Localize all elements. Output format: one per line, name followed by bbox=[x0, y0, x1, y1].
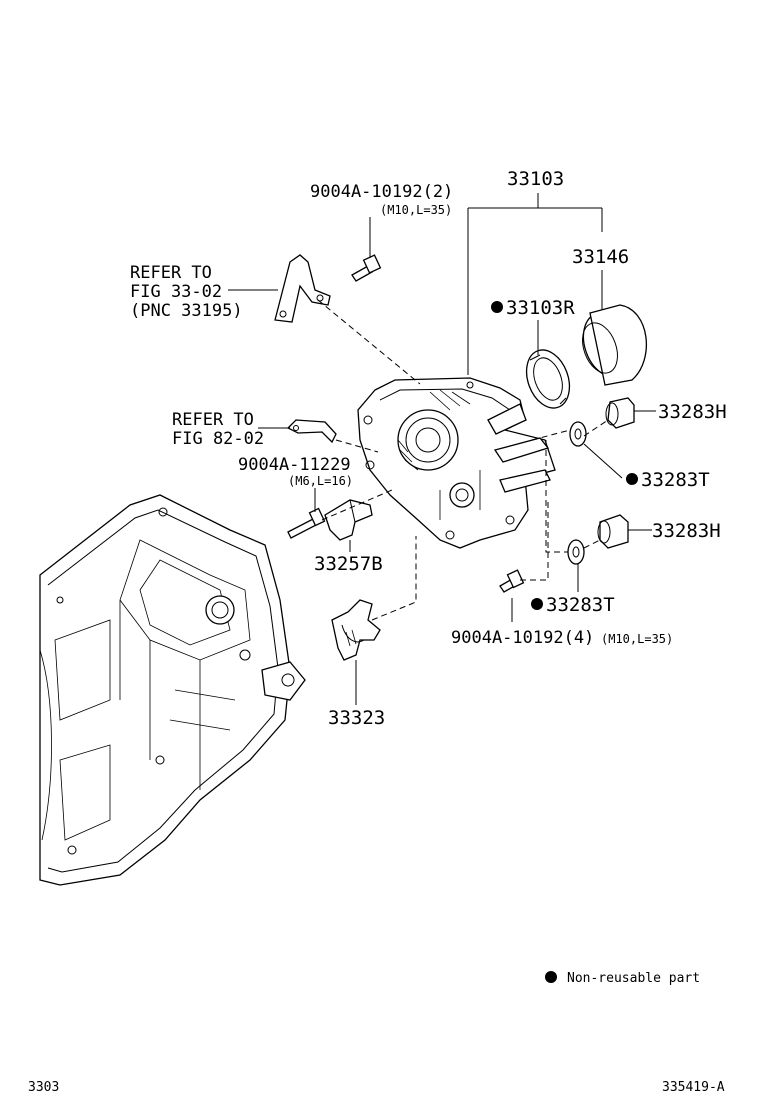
assembly-dashed-lines bbox=[317, 299, 609, 621]
leader-lines bbox=[228, 193, 656, 705]
label-33103: 33103 bbox=[507, 168, 564, 190]
label-33283T-top: 33283T bbox=[641, 469, 710, 491]
label-33283H-bottom: 33283H bbox=[652, 520, 721, 542]
shift-fork-33323 bbox=[331, 599, 381, 661]
sleeve-33146 bbox=[582, 304, 647, 386]
label-bolt-mid-spec: (M6,L=16) bbox=[288, 474, 353, 488]
label-bolt-bottom: 9004A-10192(4) bbox=[451, 628, 594, 648]
non-reusable-marker-33283T-top bbox=[626, 473, 638, 485]
plug-33283H-bottom bbox=[597, 514, 629, 549]
label-bolt-mid: 9004A-11229 bbox=[238, 455, 351, 475]
label-refer-2-line2: FIG 82-02 bbox=[172, 429, 264, 449]
label-bolt-top-spec: (M10,L=35) bbox=[380, 203, 452, 217]
transfer-case-housing bbox=[357, 377, 556, 549]
label-refer-2-line1: REFER TO bbox=[172, 410, 254, 430]
bolt-top bbox=[351, 254, 382, 282]
label-33146: 33146 bbox=[572, 246, 629, 268]
gasket-33283T-top bbox=[569, 421, 587, 447]
label-refer-1-line2: FIG 33-02 bbox=[130, 282, 222, 302]
label-33283T-bottom: 33283T bbox=[546, 594, 615, 616]
bolt-mid bbox=[287, 507, 326, 539]
label-33323: 33323 bbox=[328, 707, 385, 729]
label-bolt-top: 9004A-10192(2) bbox=[310, 182, 453, 202]
label-33283H-top: 33283H bbox=[658, 401, 727, 423]
label-33103R: 33103R bbox=[506, 297, 575, 319]
oil-seal-33103R bbox=[525, 349, 571, 409]
bracket-33195 bbox=[274, 254, 331, 323]
label-refer-1-line1: REFER TO bbox=[130, 263, 212, 283]
bolt-bottom bbox=[499, 569, 525, 593]
footer-left: 3303 bbox=[28, 1080, 59, 1095]
label-33257B: 33257B bbox=[314, 553, 383, 575]
gasket-33283T-bottom bbox=[567, 539, 585, 565]
legend-text: Non-reusable part bbox=[567, 971, 700, 986]
footer-right: 335419-A bbox=[662, 1080, 725, 1095]
bracket-33257B bbox=[324, 499, 373, 541]
label-refer-1-line3: (PNC 33195) bbox=[130, 301, 243, 321]
non-reusable-marker-33283T-bottom bbox=[531, 598, 543, 610]
bracket-82-02 bbox=[286, 419, 337, 444]
label-bolt-bottom-spec: (M10,L=35) bbox=[601, 632, 673, 646]
transmission-case bbox=[39, 494, 306, 886]
non-reusable-marker-33103R bbox=[491, 301, 503, 313]
plug-33283H-top bbox=[605, 397, 635, 429]
legend-marker bbox=[545, 971, 557, 983]
